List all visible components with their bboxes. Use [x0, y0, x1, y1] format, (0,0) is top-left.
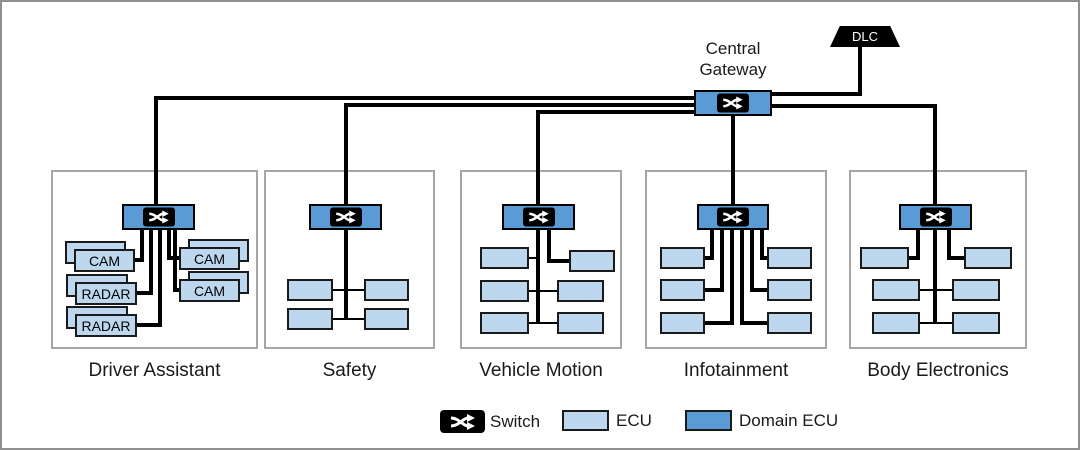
panel-infotainment	[645, 170, 827, 349]
ecu-box	[364, 279, 409, 301]
ecu-label: CAM	[88, 252, 121, 269]
ecu-box	[952, 279, 1000, 301]
switch-icon	[919, 207, 952, 227]
ecu-box	[364, 308, 409, 330]
legend-ecu-label: ECU	[616, 410, 652, 430]
ecu-label: CAM	[193, 282, 226, 299]
ecu-radar-2: RADAR	[75, 314, 137, 337]
domain-label-vehicle-motion: Vehicle Motion	[479, 360, 603, 381]
central-gateway-switch	[694, 90, 772, 116]
ecu-box	[480, 247, 529, 269]
ecu-box	[480, 312, 529, 334]
wire-gateway-vehicle-motion	[536, 110, 694, 204]
switch-infotainment	[697, 204, 769, 230]
legend-domain-ecu: Domain ECU	[685, 410, 838, 431]
panel-body-electronics	[849, 170, 1027, 349]
wire-be-row1-right	[947, 230, 964, 260]
domain-ecu-swatch	[685, 410, 732, 431]
ecu-label: RADAR	[81, 285, 131, 302]
wire-vm-row1-right	[547, 228, 569, 263]
ecu-swatch	[562, 410, 609, 431]
wire-da-radar-2	[137, 230, 162, 327]
ecu-box	[569, 250, 615, 272]
domain-label-safety: Safety	[322, 360, 377, 381]
ecu-cam-right-2: CAM	[179, 279, 240, 302]
switch-body-electronics	[899, 204, 972, 230]
ecu-box	[287, 308, 333, 330]
ecu-box	[480, 280, 529, 302]
ecu-cam-right-1: CAM	[179, 247, 240, 270]
ecu-radar-1: RADAR	[75, 282, 137, 305]
wire-inf-left-3	[705, 230, 734, 325]
wire-gateway-dlc	[772, 42, 862, 96]
ecu-box	[287, 279, 333, 301]
switch-driver-assistant	[122, 204, 195, 230]
domain-label-body-electronics: Body Electronics	[867, 360, 1009, 381]
switch-icon	[329, 207, 362, 227]
wire-inf-right-3	[740, 230, 767, 325]
switch-icon	[440, 410, 485, 433]
wire-da-cam-left	[135, 230, 144, 262]
ecu-box	[872, 312, 920, 334]
wire-inf-right-1	[760, 230, 767, 260]
ecu-cam-left: CAM	[74, 249, 135, 272]
legend-ecu: ECU	[562, 410, 652, 431]
wire-inf-left-2	[705, 230, 724, 292]
switch-vehicle-motion	[502, 204, 575, 230]
ecu-box	[767, 312, 812, 334]
ecu-box	[964, 247, 1012, 269]
legend-switch: Switch	[440, 410, 540, 433]
ecu-box	[660, 279, 705, 301]
panel-safety	[264, 170, 435, 349]
wire-gateway-safety	[344, 103, 694, 205]
wire-inf-right-2	[750, 230, 767, 292]
ecu-box	[872, 279, 920, 301]
ecu-label: RADAR	[81, 317, 131, 334]
ecu-box	[767, 279, 812, 301]
switch-icon	[717, 207, 749, 227]
wire-be-row1-left	[909, 230, 920, 260]
panel-vehicle-motion	[460, 170, 622, 349]
ecu-box	[557, 312, 604, 334]
dlc-label: DLC	[851, 29, 878, 44]
domain-label-driver-assistant: Driver Assistant	[88, 360, 221, 381]
wire-gateway-body-electronics	[772, 104, 937, 204]
central-gateway-label: Central Gateway	[699, 39, 767, 79]
legend-domain-ecu-label: Domain ECU	[739, 410, 839, 430]
ecu-box	[660, 312, 705, 334]
ecu-box	[660, 247, 705, 269]
switch-safety	[309, 204, 382, 230]
legend-switch-label: Switch	[490, 411, 541, 431]
dlc-connector: DLC	[830, 26, 900, 47]
ecu-box	[767, 247, 812, 269]
wire-inf-left-1	[705, 230, 714, 260]
switch-icon	[522, 207, 555, 227]
switch-icon	[142, 207, 175, 227]
domain-label-infotainment: Infotainment	[683, 360, 789, 381]
wire-da-cam-right-2	[173, 230, 179, 292]
wire-da-radar-1	[137, 230, 153, 295]
ecu-box	[557, 280, 604, 302]
ecu-box	[952, 312, 1000, 334]
switch-icon	[717, 93, 749, 113]
wire-gateway-driver-assistant	[154, 96, 694, 204]
ecu-box	[860, 247, 909, 269]
ecu-label: CAM	[193, 250, 226, 267]
